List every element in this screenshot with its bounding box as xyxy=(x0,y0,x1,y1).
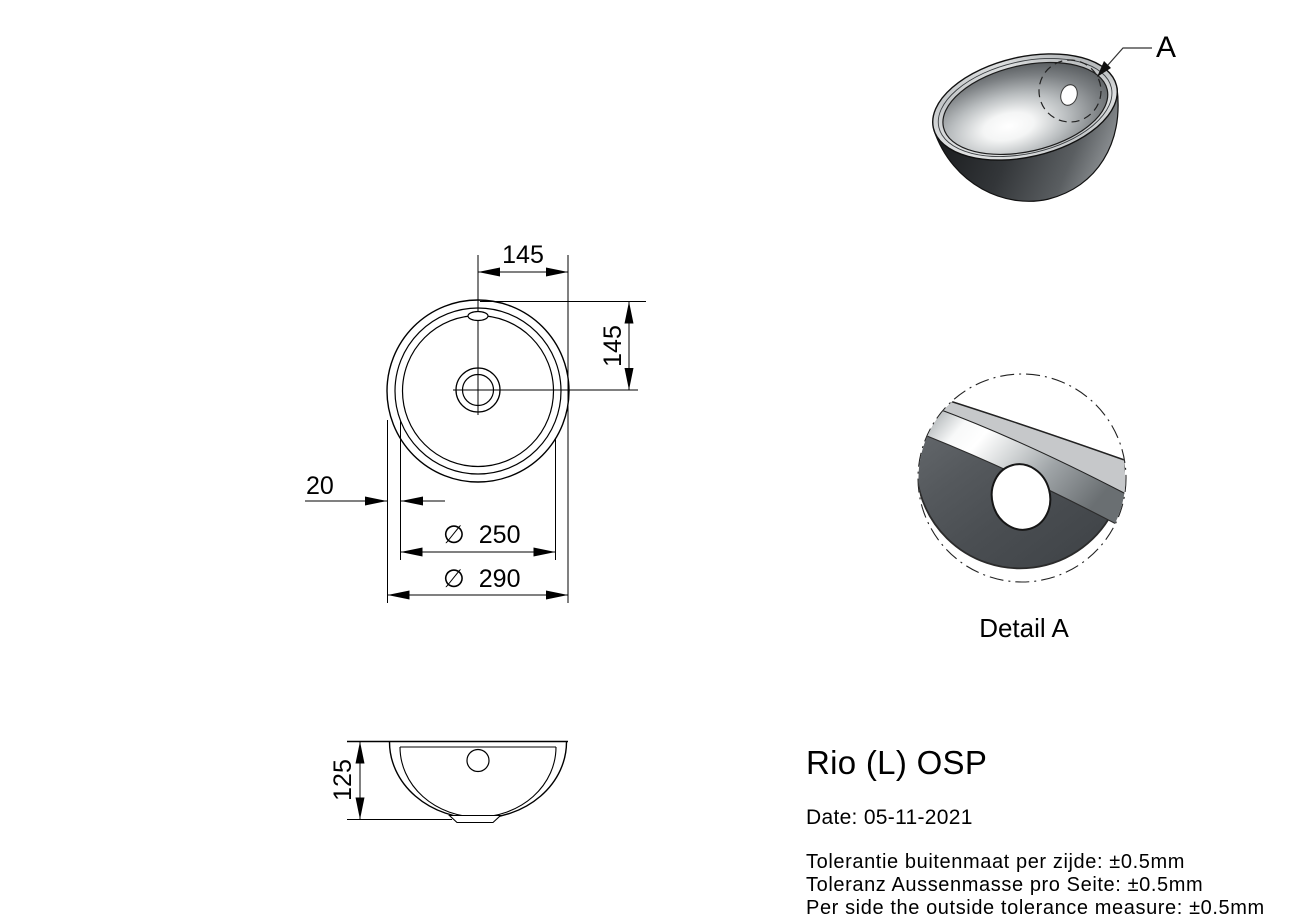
dim-label-145-right: 145 xyxy=(599,325,627,367)
dimension-290-diameter: ∅ 290 xyxy=(387,565,568,600)
title-block: Rio (L) OSP Date: 05-11-2021 Tolerantie … xyxy=(806,744,1265,920)
dim-label-145-top: 145 xyxy=(502,241,544,269)
arrowhead xyxy=(387,590,410,600)
arrowhead xyxy=(533,547,556,557)
overflow-hole-iso xyxy=(1060,84,1078,106)
leader-arrowhead xyxy=(1097,61,1111,77)
drain-recess-side-view xyxy=(448,814,502,824)
top-view: 145 145 20 ∅ 250 ∅ 290 xyxy=(305,241,646,603)
drawing-date: Date: 05-11-2021 xyxy=(806,806,973,829)
arrowhead xyxy=(401,496,423,506)
tolerance-notes: Tolerantie buitenmaat per zijde: ±0.5mm … xyxy=(806,851,1265,920)
overflow-hole-side-view xyxy=(466,748,490,773)
side-view: 125 xyxy=(329,740,568,824)
arrowhead xyxy=(355,741,365,764)
detail-leader: A xyxy=(1097,31,1176,77)
arrowhead xyxy=(365,496,387,506)
detail-caption: Detail A xyxy=(979,613,1069,643)
overflow-hole-detail xyxy=(990,463,1052,531)
detail-rim-edge-line-2 xyxy=(935,407,1126,495)
dim-label-20: 20 xyxy=(306,472,334,500)
dim-label-125: 125 xyxy=(329,759,357,801)
dim-value-250: 250 xyxy=(479,521,521,549)
product-title: Rio (L) OSP xyxy=(806,744,988,781)
dimension-250-diameter: ∅ 250 xyxy=(400,521,556,557)
dimension-20-rim: 20 xyxy=(305,472,445,506)
diameter-symbol: ∅ xyxy=(443,565,465,593)
dim-label-250: ∅ 250 xyxy=(443,521,521,549)
tolerance-note-en: Per side the outside tolerance measure: … xyxy=(806,897,1265,919)
arrowhead xyxy=(546,267,568,277)
detail-boundary-dashdot xyxy=(917,373,1127,583)
bowl-rim-mid-ellipse xyxy=(937,57,1113,157)
dimension-145-horizontal: 145 xyxy=(478,241,568,277)
dimension-145-vertical: 145 xyxy=(599,301,634,390)
iso-view: A xyxy=(932,31,1176,202)
dimension-125-depth: 125 xyxy=(329,741,365,820)
tolerance-note-de: Toleranz Aussenmasse pro Seite: ±0.5mm xyxy=(806,874,1204,896)
arrowhead xyxy=(400,547,423,557)
arrowhead xyxy=(624,301,634,324)
arrowhead xyxy=(355,797,365,820)
detail-rim-edge-line-1 xyxy=(939,397,1125,461)
dim-value-290: 290 xyxy=(479,565,521,593)
tolerance-note-nl: Tolerantie buitenmaat per zijde: ±0.5mm xyxy=(806,851,1185,873)
detail-marker-letter: A xyxy=(1156,31,1176,64)
diameter-symbol: ∅ xyxy=(443,521,465,549)
arrowhead xyxy=(624,368,634,390)
detail-callout-circle xyxy=(1038,59,1102,123)
detail-view: Detail A xyxy=(917,373,1127,643)
arrowhead xyxy=(478,267,500,277)
overflow-hole-top-view xyxy=(467,310,489,322)
arrowhead xyxy=(546,590,568,600)
dim-label-290: ∅ 290 xyxy=(443,565,521,593)
